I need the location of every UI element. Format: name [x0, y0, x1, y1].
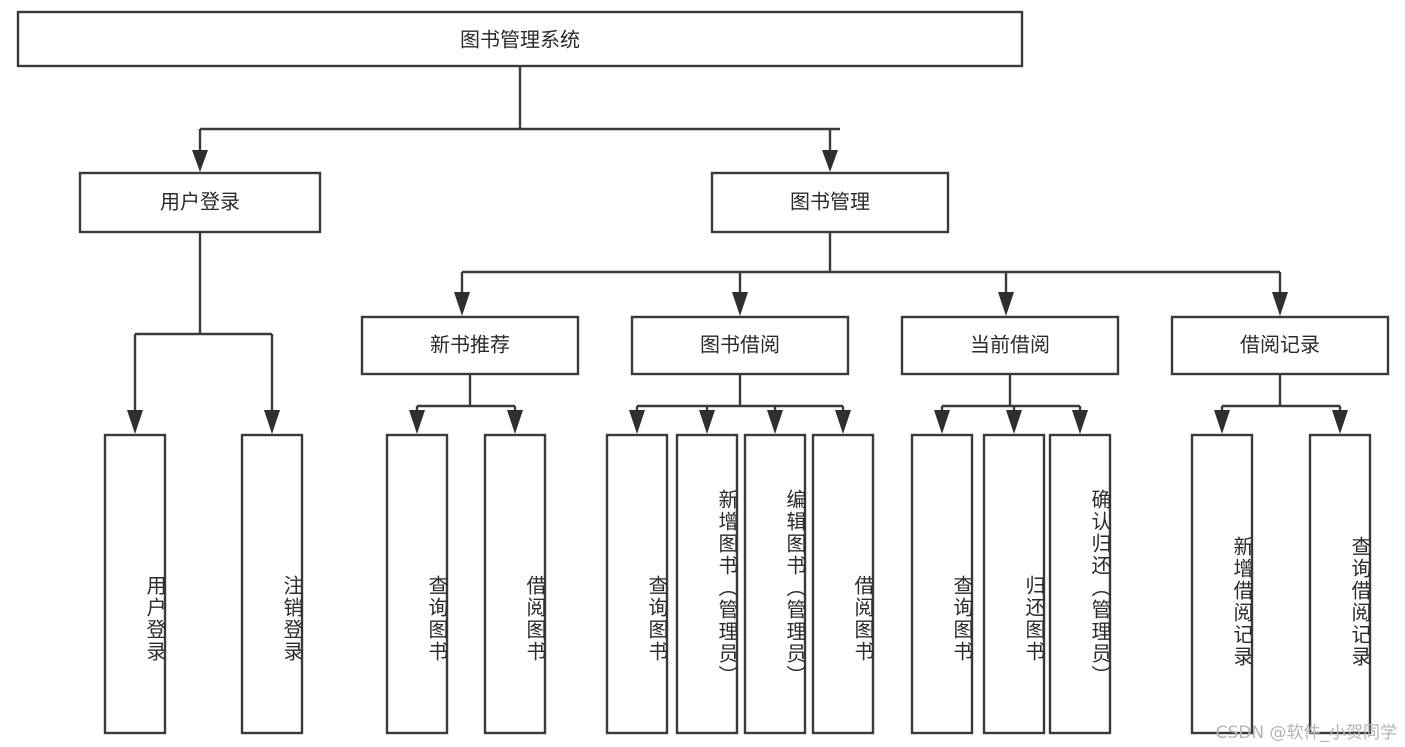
leaf-borrow-book-2-box[interactable] — [811, 433, 875, 735]
leaf-edit-book-box[interactable] — [743, 433, 807, 735]
leaf-confirm-return-box[interactable] — [1048, 433, 1112, 735]
arrow-head-current-borrow — [998, 292, 1014, 316]
arrow-head-book-borrow — [732, 292, 748, 316]
arrow-head-leaf-confirm-return — [1072, 410, 1088, 434]
leaf-add-book-box[interactable] — [675, 433, 739, 735]
node-root[interactable]: 图书管理系统 — [16, 10, 1024, 68]
arrow-head-leaf-query-book-1 — [409, 410, 425, 434]
node-new-book-recommend-label: 新书推荐 — [430, 333, 510, 357]
leaf-return-book-box[interactable] — [982, 433, 1046, 735]
csdn-watermark: CSDN @软件_小贺同学 — [1215, 723, 1397, 743]
arrow-head-leaf-borrow-book-1 — [507, 410, 523, 434]
leaf-add-record-box[interactable] — [1190, 433, 1254, 735]
arrow-head-leaf-edit-book — [767, 410, 783, 434]
arrow-head-leaf-query-book-2 — [629, 410, 645, 434]
node-current-borrow-label: 当前借阅 — [970, 333, 1050, 357]
leaf-box-layer — [103, 433, 1372, 735]
node-book-borrow-label: 图书借阅 — [700, 333, 780, 357]
node-user-login-label: 用户登录 — [160, 190, 240, 214]
arrow-head-leaf-add-record — [1214, 410, 1230, 434]
connector-layer — [127, 66, 1348, 434]
arrow-head-borrow-record — [1272, 292, 1288, 316]
arrow-head-leaf-borrow-book-2 — [835, 410, 851, 434]
leaf-user-login-box[interactable] — [103, 433, 167, 735]
node-borrow-record-label: 借阅记录 — [1240, 333, 1320, 357]
node-book-borrow[interactable]: 图书借阅 — [630, 315, 850, 376]
node-root-label: 图书管理系统 — [460, 28, 580, 52]
node-current-borrow-box[interactable] — [900, 315, 1120, 376]
node-borrow-record-box[interactable] — [1170, 315, 1390, 376]
node-book-manage-box[interactable] — [710, 171, 950, 234]
leaf-logout-box[interactable] — [240, 433, 304, 735]
arrow-head-leaf-query-record — [1332, 410, 1348, 434]
node-borrow-record[interactable]: 借阅记录 — [1170, 315, 1390, 376]
node-root-box[interactable] — [16, 10, 1024, 68]
leaf-query-record-box[interactable] — [1308, 433, 1372, 735]
arrow-head-leaf-logout — [264, 410, 280, 434]
node-new-book-recommend-box[interactable] — [360, 315, 580, 376]
node-book-manage[interactable]: 图书管理 — [710, 171, 950, 234]
leaf-query-book-1-box[interactable] — [385, 433, 449, 735]
node-user-login[interactable]: 用户登录 — [78, 171, 322, 234]
arrow-head-leaf-user-login — [127, 410, 143, 434]
arrow-head-leaf-query-book-3 — [934, 410, 950, 434]
node-current-borrow[interactable]: 当前借阅 — [900, 315, 1120, 376]
arrow-head-user-login — [192, 150, 208, 172]
node-new-book-recommend[interactable]: 新书推荐 — [360, 315, 580, 376]
node-book-borrow-box[interactable] — [630, 315, 850, 376]
arrow-head-new-book-recommend — [454, 292, 470, 316]
arrow-head-leaf-return-book — [1006, 410, 1022, 434]
arrow-head-book-manage — [822, 150, 838, 172]
leaf-query-book-3-box[interactable] — [910, 433, 974, 735]
arrow-head-leaf-add-book — [699, 410, 715, 434]
leaf-query-book-2-box[interactable] — [605, 433, 669, 735]
leaf-borrow-book-1-box[interactable] — [483, 433, 547, 735]
node-user-login-box[interactable] — [78, 171, 322, 234]
node-book-manage-label: 图书管理 — [790, 190, 870, 214]
